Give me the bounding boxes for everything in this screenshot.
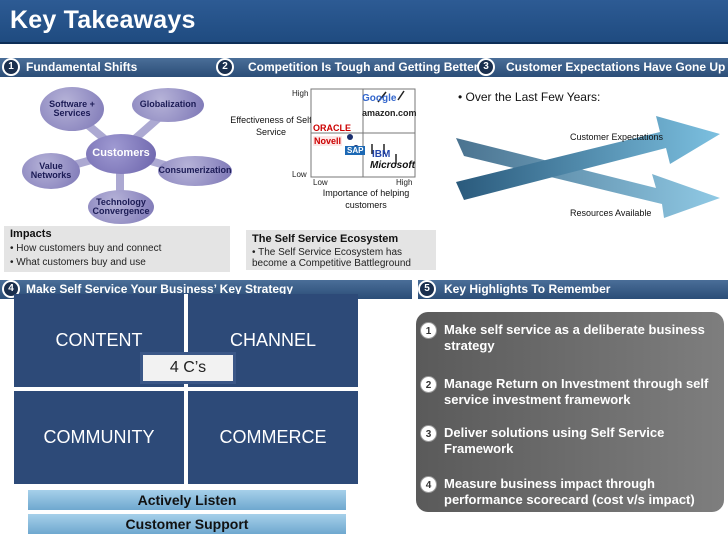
title-bar (0, 0, 728, 44)
highlight-number-2: 2 (420, 376, 437, 393)
x-axis-label: Importance of helping customers (322, 188, 410, 210)
bubble-customers: Customers (86, 134, 156, 174)
y-high-label: High (292, 89, 309, 98)
impacts-heading: Impacts (10, 228, 52, 240)
ibm-logo: IBM (372, 149, 391, 160)
ecosystem-item-text: The Self Service Ecosystem has become a … (252, 247, 411, 269)
section-4-title: Make Self Service Your Business’ Key Str… (26, 282, 294, 296)
consumerization-label: Consumerization (158, 165, 232, 176)
impacts-item-2-text: What customers buy and use (16, 257, 146, 268)
impacts-box (4, 226, 230, 272)
section-number-5: 5 (418, 280, 436, 298)
section-number-1: 1 (2, 58, 20, 76)
y-axis-label: Effectiveness of Self Service (230, 115, 312, 137)
novell-logo: Novell (313, 136, 343, 146)
ecosystem-box (246, 230, 436, 270)
highlight-3: Deliver solutions using Self Service Fra… (444, 425, 665, 456)
bubble-globalization: Globalization (132, 88, 204, 122)
highlight-4: Measure business impact through performa… (444, 476, 695, 507)
four-cs-center: 4 C’s (140, 352, 236, 384)
sap-logo: SAP (345, 146, 366, 155)
amazon-logo: amazon.com (362, 108, 417, 118)
x-high-label: High (396, 178, 413, 187)
y-low-label: Low (292, 170, 307, 179)
globalization-label: Globalization (139, 99, 197, 110)
content-label: CONTENT (55, 330, 143, 350)
section-header-2: Competition Is Tough and Getting Better (222, 58, 480, 77)
software-label: Software + Services (49, 98, 95, 118)
x-low-label: Low (313, 178, 328, 187)
commerce-cell: COMMERCE (188, 391, 358, 484)
microsoft-logo: Microsoft (370, 160, 415, 171)
section-number-3: 3 (477, 58, 495, 76)
customer-expectations-label: Customer Expectations (570, 132, 664, 142)
impacts-item-1: • How customers buy and connect (10, 243, 162, 254)
section-number-4: 4 (2, 280, 20, 298)
actively-listen-bar: Actively Listen (28, 490, 346, 510)
quadrant-grid (310, 88, 416, 178)
page-title: Key Takeaways (10, 6, 196, 34)
ecosystem-item: • The Self Service Ecosystem has become … (252, 247, 411, 269)
section-header-5: Key Highlights To Remember (418, 280, 728, 299)
section-2-title: Competition Is Tough and Getting Better (248, 60, 479, 74)
highlight-1: Make self service as a deliberate busine… (444, 322, 705, 353)
bubble-consumerization: Consumerization (158, 156, 232, 186)
oracle-logo: ORACLE (313, 123, 351, 133)
bubble-software-services: Software + Services (40, 87, 104, 131)
expectations-bullet: • Over the Last Few Years: (458, 90, 601, 104)
customer-support-bar: Customer Support (28, 514, 346, 534)
section-header-3: Customer Expectations Have Gone Up (480, 58, 728, 77)
highlight-number-3: 3 (420, 425, 437, 442)
bubble-value-networks: Value Networks (22, 153, 80, 189)
expectations-bullet-text: Over the Last Few Years: (465, 90, 601, 104)
channel-label: CHANNEL (229, 330, 317, 350)
impacts-item-1-text: How customers buy and connect (16, 243, 162, 254)
section-1-title: Fundamental Shifts (26, 60, 138, 74)
google-logo: Google (362, 93, 397, 104)
community-label: COMMUNITY (43, 427, 155, 447)
ecosystem-heading: The Self Service Ecosystem (252, 233, 399, 245)
bubble-technology: Technology Convergence (88, 190, 154, 224)
technology-label: Technology Convergence (92, 196, 150, 216)
value-networks-label: Value Networks (30, 160, 72, 180)
impacts-item-2: • What customers buy and use (10, 257, 146, 268)
community-cell: COMMUNITY (14, 391, 184, 484)
customers-label: Customers (92, 147, 150, 160)
resources-available-label: Resources Available (570, 208, 652, 218)
section-header-1: Fundamental Shifts (0, 58, 222, 77)
highlights-box (416, 312, 724, 512)
highlight-number-4: 4 (420, 476, 437, 493)
section-5-title: Key Highlights To Remember (444, 282, 611, 296)
expectations-arrows (456, 116, 720, 218)
commerce-label: COMMERCE (219, 427, 327, 447)
highlight-number-1: 1 (420, 322, 437, 339)
highlight-2: Manage Return on Investment through self… (444, 376, 709, 407)
section-number-2: 2 (216, 58, 234, 76)
section-3-title: Customer Expectations Have Gone Up (506, 60, 726, 74)
